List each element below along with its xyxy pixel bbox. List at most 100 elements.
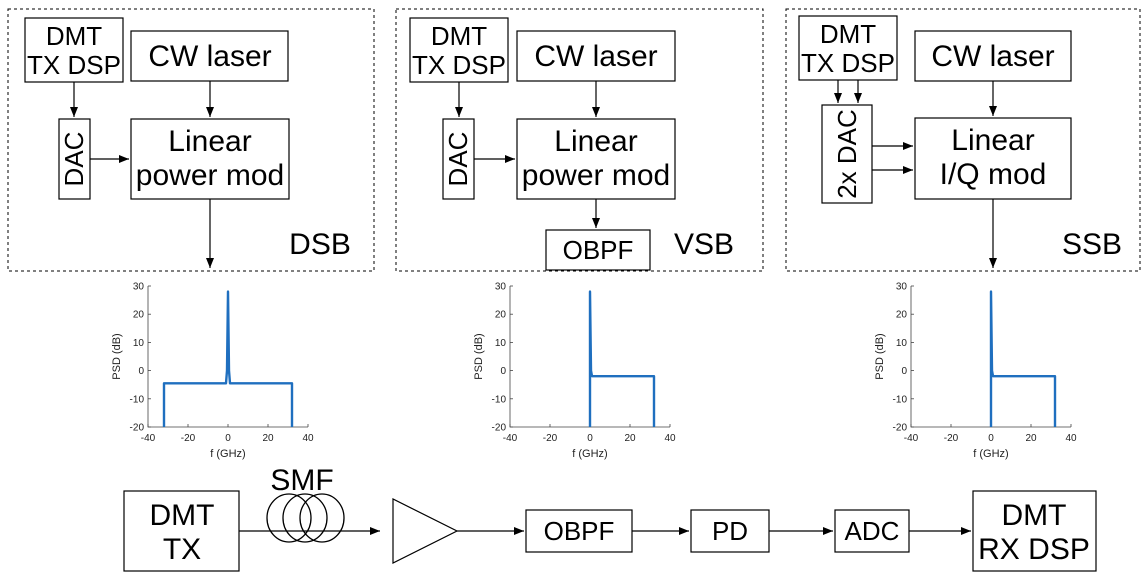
dmt-tx-dsp-block <box>798 15 898 81</box>
adc-label: ADC <box>845 516 900 546</box>
psd-trace <box>162 290 294 427</box>
y-tick-label: 10 <box>896 338 908 349</box>
dac-label: DAC <box>443 132 473 187</box>
dmt-tx-block <box>123 490 240 572</box>
modulator-block <box>914 117 1072 200</box>
dac-block <box>442 118 475 200</box>
y-tick-label: 20 <box>896 310 908 321</box>
modulator-block <box>516 118 676 200</box>
panel-border <box>395 8 764 272</box>
y-tick-label: -10 <box>893 394 908 405</box>
x-tick-label: -20 <box>543 433 558 444</box>
modulator-line2: power mod <box>136 159 284 192</box>
y-tick-label: 20 <box>495 310 507 321</box>
obpf-block <box>545 229 651 271</box>
psd-trace <box>588 290 656 427</box>
y-tick-label: 10 <box>133 338 145 349</box>
y-tick-label: -20 <box>893 423 908 434</box>
obpf-label: OBPF <box>544 516 615 546</box>
fiber-label: SMF <box>270 464 333 497</box>
scheme-label: DSB <box>289 228 351 261</box>
x-tick-label: -40 <box>904 433 919 444</box>
dmt-tx-dsp-line2: TX DSP <box>801 48 895 78</box>
scheme-label: VSB <box>674 228 734 261</box>
x-tick-label: 40 <box>302 433 314 444</box>
obpf-label: OBPF <box>563 235 634 265</box>
modulator-line1: Linear <box>951 124 1034 157</box>
y-tick-label: -10 <box>492 394 507 405</box>
x-tick-label: 40 <box>664 433 676 444</box>
x-tick-label: 0 <box>587 433 593 444</box>
panel-ssb: DMT TX DSP CW laser 2x DAC Linear I/Q mo… <box>785 8 1141 272</box>
dmt-rx-line2: RX DSP <box>978 533 1090 566</box>
x-tick-label: 0 <box>225 433 231 444</box>
cw-laser-label: CW laser <box>534 40 657 73</box>
cw-laser-label: CW laser <box>148 40 271 73</box>
x-tick-label: -20 <box>944 433 959 444</box>
scheme-label: SSB <box>1062 228 1122 261</box>
dmt-tx-dsp-line1: DMT <box>820 19 876 49</box>
psd-trace <box>989 290 1057 427</box>
y-tick-label: 30 <box>495 282 507 293</box>
x-tick-label: -40 <box>141 433 156 444</box>
y-tick-label: 20 <box>133 310 145 321</box>
dac-block <box>821 104 873 204</box>
x-tick-label: 20 <box>262 433 274 444</box>
panel-dsb: DMT TX DSP CW laser DAC Linear power mod… <box>7 8 375 272</box>
cw-laser-block <box>516 30 676 82</box>
x-tick-label: -20 <box>181 433 196 444</box>
dmt-rx-line1: DMT <box>1002 499 1067 532</box>
modulator-line1: Linear <box>554 125 637 158</box>
pd-label: PD <box>712 516 748 546</box>
panel-vsb: DMT TX DSP CW laser DAC Linear power mod… <box>395 8 764 272</box>
x-axis-label: f (GHz) <box>973 448 1008 460</box>
y-axis-label: PSD (dB) <box>473 333 485 379</box>
obpf-block <box>525 509 633 553</box>
panel-border <box>7 8 375 272</box>
y-axis-label: PSD (dB) <box>111 333 123 379</box>
cw-laser-block <box>914 30 1072 82</box>
dac-label: 2x DAC <box>832 109 862 199</box>
y-tick-label: 30 <box>896 282 908 293</box>
panel-border <box>785 8 1141 272</box>
dac-block <box>58 118 91 200</box>
cw-laser-block <box>130 30 289 82</box>
modulator-block <box>130 118 290 200</box>
dmt-tx-dsp-line2: TX DSP <box>27 50 121 80</box>
dmt-tx-dsp-block <box>409 17 509 83</box>
y-tick-label: 30 <box>133 282 145 293</box>
dmt-tx-dsp-line2: TX DSP <box>412 50 506 80</box>
y-tick-label: 0 <box>901 366 907 377</box>
cw-laser-label: CW laser <box>931 40 1054 73</box>
x-axis-label: f (GHz) <box>210 448 245 460</box>
fiber-spool-icon <box>266 493 345 543</box>
dmt-tx-line1: DMT <box>150 499 215 532</box>
modulator-line1: Linear <box>168 125 251 158</box>
y-tick-label: 10 <box>495 338 507 349</box>
x-tick-label: 20 <box>624 433 636 444</box>
dmt-tx-dsp-line1: DMT <box>46 21 102 51</box>
y-tick-label: -20 <box>130 423 145 434</box>
y-tick-label: 0 <box>138 366 144 377</box>
modulator-line2: I/Q mod <box>940 158 1047 191</box>
y-tick-label: -20 <box>492 423 507 434</box>
dmt-tx-dsp-line1: DMT <box>431 21 487 51</box>
x-tick-label: 0 <box>988 433 994 444</box>
y-tick-label: -10 <box>130 394 145 405</box>
x-axis-label: f (GHz) <box>572 448 607 460</box>
y-tick-label: 0 <box>500 366 506 377</box>
dac-label: DAC <box>59 132 89 187</box>
dmt-tx-line2: TX <box>163 533 201 566</box>
modulator-line2: power mod <box>522 159 670 192</box>
dmt-rx-dsp-block <box>972 490 1097 572</box>
x-tick-label: 40 <box>1065 433 1077 444</box>
adc-block <box>834 509 910 553</box>
amplifier-icon <box>392 498 459 564</box>
x-tick-label: 20 <box>1025 433 1037 444</box>
x-tick-label: -40 <box>503 433 518 444</box>
